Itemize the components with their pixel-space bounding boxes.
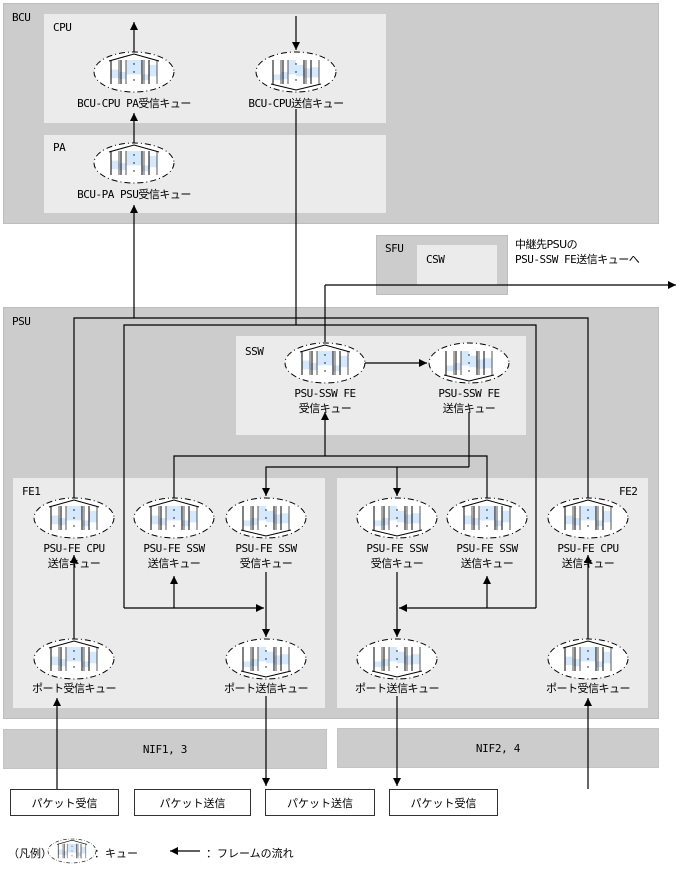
queue-label-ssw-receive: PSU-SSW FE 受信キュー	[294, 386, 356, 416]
queue-label-fe1-ssw-send: PSU-FE SSW 送信キュー	[143, 541, 205, 571]
flow-bcu-to-fe-ssw	[123, 324, 537, 608]
queue-label-bcu-cpu-pa-receive: BCU-CPU PA受信キュー	[77, 97, 191, 110]
flow-fe-ssw-to-ssw	[173, 455, 488, 498]
queue-icon-ssw-receive	[284, 342, 366, 384]
legend-prefix: （凡例）	[8, 847, 52, 860]
queue-icon-ssw-send	[428, 342, 510, 384]
fe1-cpu-send-line1: PSU-FE CPU	[43, 542, 105, 555]
queue-label-fe2-port-send: ポート送信キュー	[355, 682, 440, 695]
queue-icon-fe2-ssw-send	[446, 497, 528, 539]
fe1-ssw-receive-line1: PSU-FE SSW	[235, 542, 297, 555]
ssw-label: SSW	[245, 345, 264, 358]
fe2-cpu-send-line1: PSU-FE CPU	[557, 542, 619, 555]
fe2-cpu-send-line2: 送信キュー	[561, 557, 615, 570]
queue-label-fe2-cpu-send: PSU-FE CPU 送信キュー	[557, 541, 619, 571]
queue-icon-fe1-ssw-receive	[225, 497, 307, 539]
queue-label-ssw-send: PSU-SSW FE 送信キュー	[438, 386, 500, 416]
ssw-send-line2: 送信キュー	[442, 402, 496, 415]
flow-ssw-to-fe1	[262, 466, 469, 496]
queue-label-bcu-pa-psu-receive: BCU-PA PSU受信キュー	[77, 188, 191, 201]
queue-label-fe2-port-receive: ポート受信キュー	[546, 682, 631, 695]
fe1-ssw-receive-line2: 受信キュー	[239, 557, 293, 570]
queue-icon-fe2-ssw-receive	[356, 497, 438, 539]
queue-label-bcu-cpu-send: BCU-CPU送信キュー	[248, 97, 344, 110]
queue-label-fe1-ssw-receive: PSU-FE SSW 受信キュー	[235, 541, 297, 571]
fe1-cpu-send-line2: 送信キュー	[47, 557, 101, 570]
queue-icon-fe1-cpu-send	[33, 497, 115, 539]
queue-icon-bcu-pa-psu-receive	[93, 142, 175, 184]
packet-send-1: パケット送信	[134, 789, 251, 816]
legend-queue-icon	[47, 838, 97, 864]
queue-label-fe1-port-receive: ポート受信キュー	[32, 682, 117, 695]
queue-label-fe1-cpu-send: PSU-FE CPU 送信キュー	[43, 541, 105, 571]
pa-label: PA	[53, 141, 66, 154]
queue-icon-fe2-port-receive	[547, 638, 629, 680]
cpu-label: CPU	[53, 21, 72, 34]
queue-icon-fe2-cpu-send	[547, 497, 629, 539]
sfu-label: SFU	[385, 242, 404, 255]
fe2-ssw-receive-line1: PSU-FE SSW	[366, 542, 428, 555]
fe1-ssw-send-line2: 送信キュー	[147, 557, 201, 570]
queue-icon-fe1-ssw-send	[133, 497, 215, 539]
queue-icon-fe1-port-send	[225, 638, 307, 680]
ssw-receive-line1: PSU-SSW FE	[294, 387, 356, 400]
fe2-label: FE2	[619, 485, 638, 498]
flow-fe1-cpu-to-bcu	[73, 317, 589, 498]
bcu-label: BCU	[12, 11, 31, 24]
legend-queue-text: ：キュー	[94, 847, 138, 860]
queue-label-fe1-port-send: ポート送信キュー	[224, 682, 309, 695]
relay-note-line2: PSU-SSW FE送信キューへ	[515, 253, 640, 266]
queue-icon-bcu-cpu-pa-receive	[93, 51, 175, 93]
ssw-receive-line2: 受信キュー	[298, 402, 352, 415]
packet-receive-2: パケット受信	[389, 789, 498, 816]
relay-note-line1: 中継先PSUの	[515, 238, 578, 251]
queue-icon-bcu-cpu-send	[255, 51, 337, 93]
fe2-ssw-send-line1: PSU-FE SSW	[456, 542, 518, 555]
queue-label-fe2-ssw-send: PSU-FE SSW 送信キュー	[456, 541, 518, 571]
fe1-ssw-send-line1: PSU-FE SSW	[143, 542, 205, 555]
queue-icon-fe1-port-receive	[33, 638, 115, 680]
ssw-send-line1: PSU-SSW FE	[438, 387, 500, 400]
csw-label: CSW	[426, 253, 445, 266]
psu-label: PSU	[12, 315, 31, 328]
packet-receive-1: パケット受信	[10, 789, 119, 816]
queue-icon-fe2-port-send	[356, 638, 438, 680]
fe2-ssw-receive-line2: 受信キュー	[370, 557, 424, 570]
packet-send-2: パケット送信	[265, 789, 375, 816]
fe2-ssw-send-line2: 送信キュー	[460, 557, 514, 570]
queue-label-fe2-ssw-receive: PSU-FE SSW 受信キュー	[366, 541, 428, 571]
csw-box	[417, 245, 497, 285]
nif-2-4-box: NIF2, 4	[337, 728, 659, 768]
fe1-label: FE1	[22, 485, 41, 498]
legend-flow-text: ：フレームの流れ	[206, 847, 294, 860]
